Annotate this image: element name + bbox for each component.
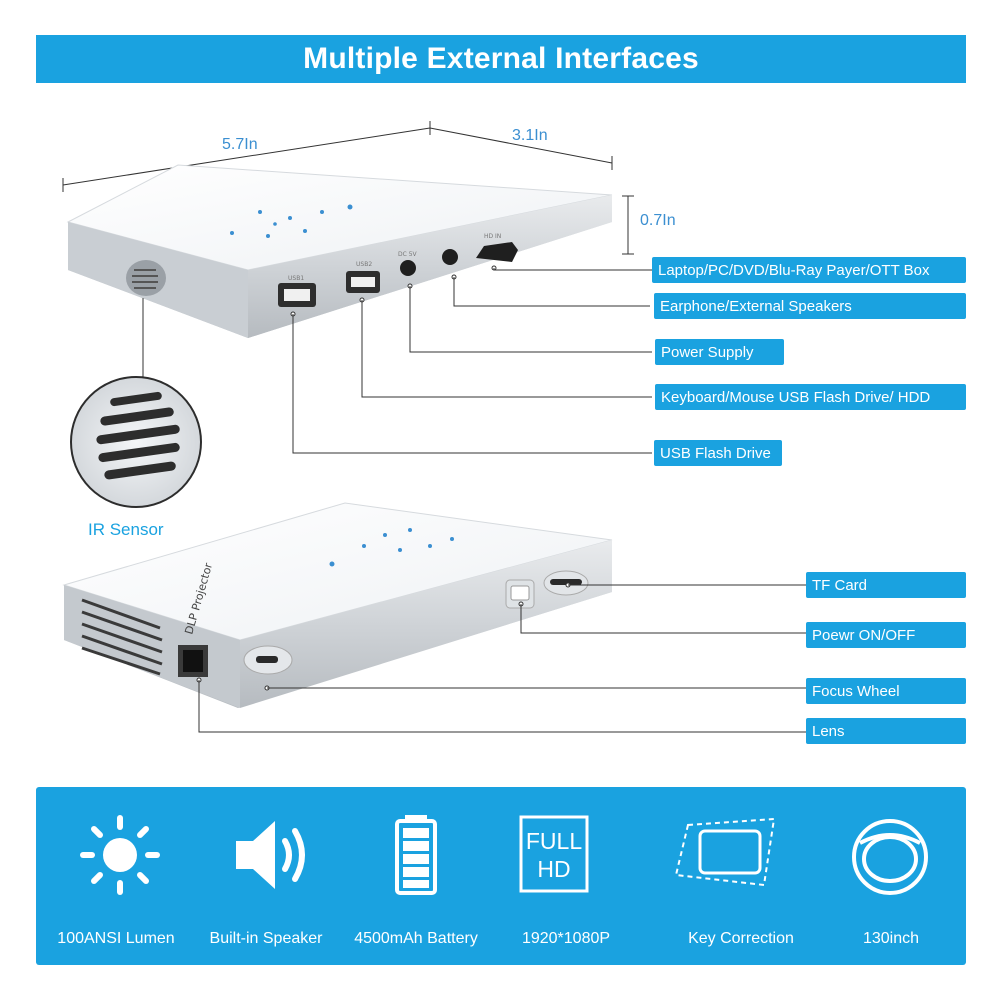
projector-bottom-view: DLP Projector <box>62 502 613 708</box>
feature-screen-size: 130inch <box>816 787 966 965</box>
feature-lumen: 100ANSI Lumen <box>41 787 191 965</box>
callout-focus-wheel: Focus Wheel <box>806 678 966 704</box>
full-hd-icon: FULL HD <box>519 815 589 893</box>
full-hd-line1: FULL <box>526 828 582 854</box>
port-label-usb2: USB2 <box>356 261 372 268</box>
feature-label: 130inch <box>862 930 920 947</box>
speaker-icon <box>236 821 305 889</box>
keystone-icon <box>674 817 776 887</box>
feature-strip: 100ANSI Lumen Built-in Speaker 4500mAh B… <box>36 787 966 965</box>
feature-battery: 4500mAh Battery <box>341 787 491 965</box>
callout-tf-card: TF Card <box>806 572 966 598</box>
port-label-usb1: USB1 <box>288 275 304 282</box>
port-label-hdmi: HD IN <box>484 233 501 240</box>
callout-power-switch: Poewr ON/OFF <box>806 622 966 648</box>
feature-resolution: FULL HD 1920*1080P <box>491 787 641 965</box>
full-hd-line2: HD <box>537 856 570 882</box>
feature-speaker: Built-in Speaker <box>191 787 341 965</box>
ir-sensor-label: IR Sensor <box>88 520 164 539</box>
callout-earphone: Earphone/External Speakers <box>654 293 966 319</box>
feature-label: 100ANSI Lumen <box>57 930 175 947</box>
feature-label: Built-in Speaker <box>209 930 323 947</box>
feature-label: Key Correction <box>688 930 794 947</box>
feature-keystone: Key Correction <box>666 787 816 965</box>
callout-power-supply: Power Supply <box>655 339 784 365</box>
feature-label: 1920*1080P <box>521 930 611 947</box>
feature-label: 4500mAh Battery <box>354 930 478 947</box>
callout-lens: Lens <box>806 718 966 744</box>
dimension-width: 3.1In <box>512 127 548 144</box>
screen-size-icon <box>852 819 928 895</box>
leader-lines-bottom <box>196 582 806 733</box>
ir-sensor-zoom <box>70 376 202 508</box>
dimension-length: 5.7In <box>222 136 258 153</box>
leader-lines-top <box>142 265 652 454</box>
port-label-dc: DC 5V <box>398 251 418 258</box>
sun-icon <box>80 815 160 895</box>
dimension-lines <box>62 121 634 255</box>
callout-usb2: Keyboard/Mouse USB Flash Drive/ HDD <box>655 384 966 410</box>
projector-top-view: USB1 USB2 DC 5V HD IN <box>66 164 613 338</box>
dimension-height: 0.7In <box>640 212 676 229</box>
battery-icon <box>395 815 437 895</box>
callout-hdmi: Laptop/PC/DVD/Blu-Ray Payer/OTT Box <box>652 257 966 283</box>
callout-usb1: USB Flash Drive <box>654 440 782 466</box>
page-title: Multiple External Interfaces <box>36 35 966 83</box>
